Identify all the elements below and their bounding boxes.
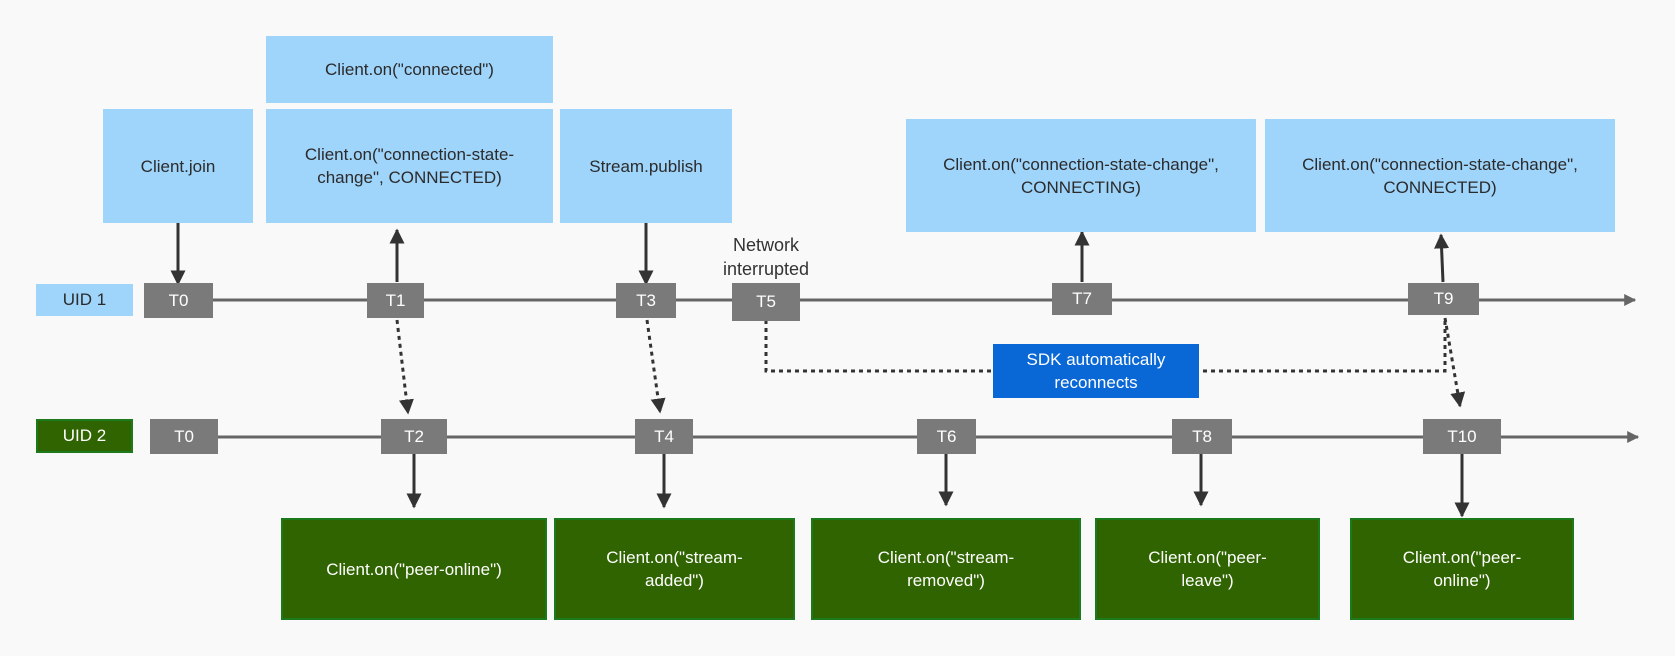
event-stream-added: Client.on("stream- added"): [554, 518, 795, 620]
dotted-reconnect-path: [764, 318, 1447, 373]
arrow-t9-to-reconnected: [1434, 233, 1450, 283]
uid2-tick-t0: T0: [150, 419, 218, 454]
dotted-arrow-t1-to-t2: [395, 319, 414, 415]
sdk-reconnects-label: SDK automatically reconnects: [993, 344, 1199, 398]
lane-label-uid2: UID 2: [36, 419, 133, 453]
uid1-tick-t0: T0: [144, 283, 213, 318]
event-peer-online: Client.on("peer-online"): [281, 518, 547, 620]
uid2-tick-t4: T4: [635, 419, 693, 454]
event-stream-removed: Client.on("stream- removed"): [811, 518, 1081, 620]
event-connection-state-connected: Client.on("connection-state- change", CO…: [266, 109, 553, 223]
network-interrupted-label: Network interrupted: [722, 235, 810, 279]
uid2-tick-t2: T2: [381, 419, 447, 454]
uid1-tick-t7: T7: [1052, 283, 1112, 315]
uid1-tick-t1: T1: [367, 283, 424, 318]
dotted-arrow-t9-to-t10: [1443, 317, 1466, 408]
uid1-tick-t5: T5: [732, 283, 800, 321]
event-connection-state-connecting: Client.on("connection-state-change", CON…: [906, 119, 1256, 232]
event-client-join: Client.join: [103, 109, 253, 223]
uid1-tick-t3: T3: [616, 283, 676, 318]
lane-label-uid1: UID 1: [36, 284, 133, 316]
event-connection-state-reconnected: Client.on("connection-state-change", CON…: [1265, 119, 1615, 232]
dotted-arrow-t3-to-t4: [645, 319, 666, 414]
uid1-tick-t9: T9: [1408, 283, 1479, 315]
event-peer-online-again: Client.on("peer- online"): [1350, 518, 1574, 620]
event-client-on-connected: Client.on("connected"): [266, 36, 553, 103]
uid2-tick-t8: T8: [1172, 419, 1232, 454]
uid2-tick-t10: T10: [1423, 419, 1501, 454]
event-peer-leave: Client.on("peer- leave"): [1095, 518, 1320, 620]
event-stream-publish: Stream.publish: [560, 109, 732, 223]
uid2-tick-t6: T6: [917, 419, 976, 454]
